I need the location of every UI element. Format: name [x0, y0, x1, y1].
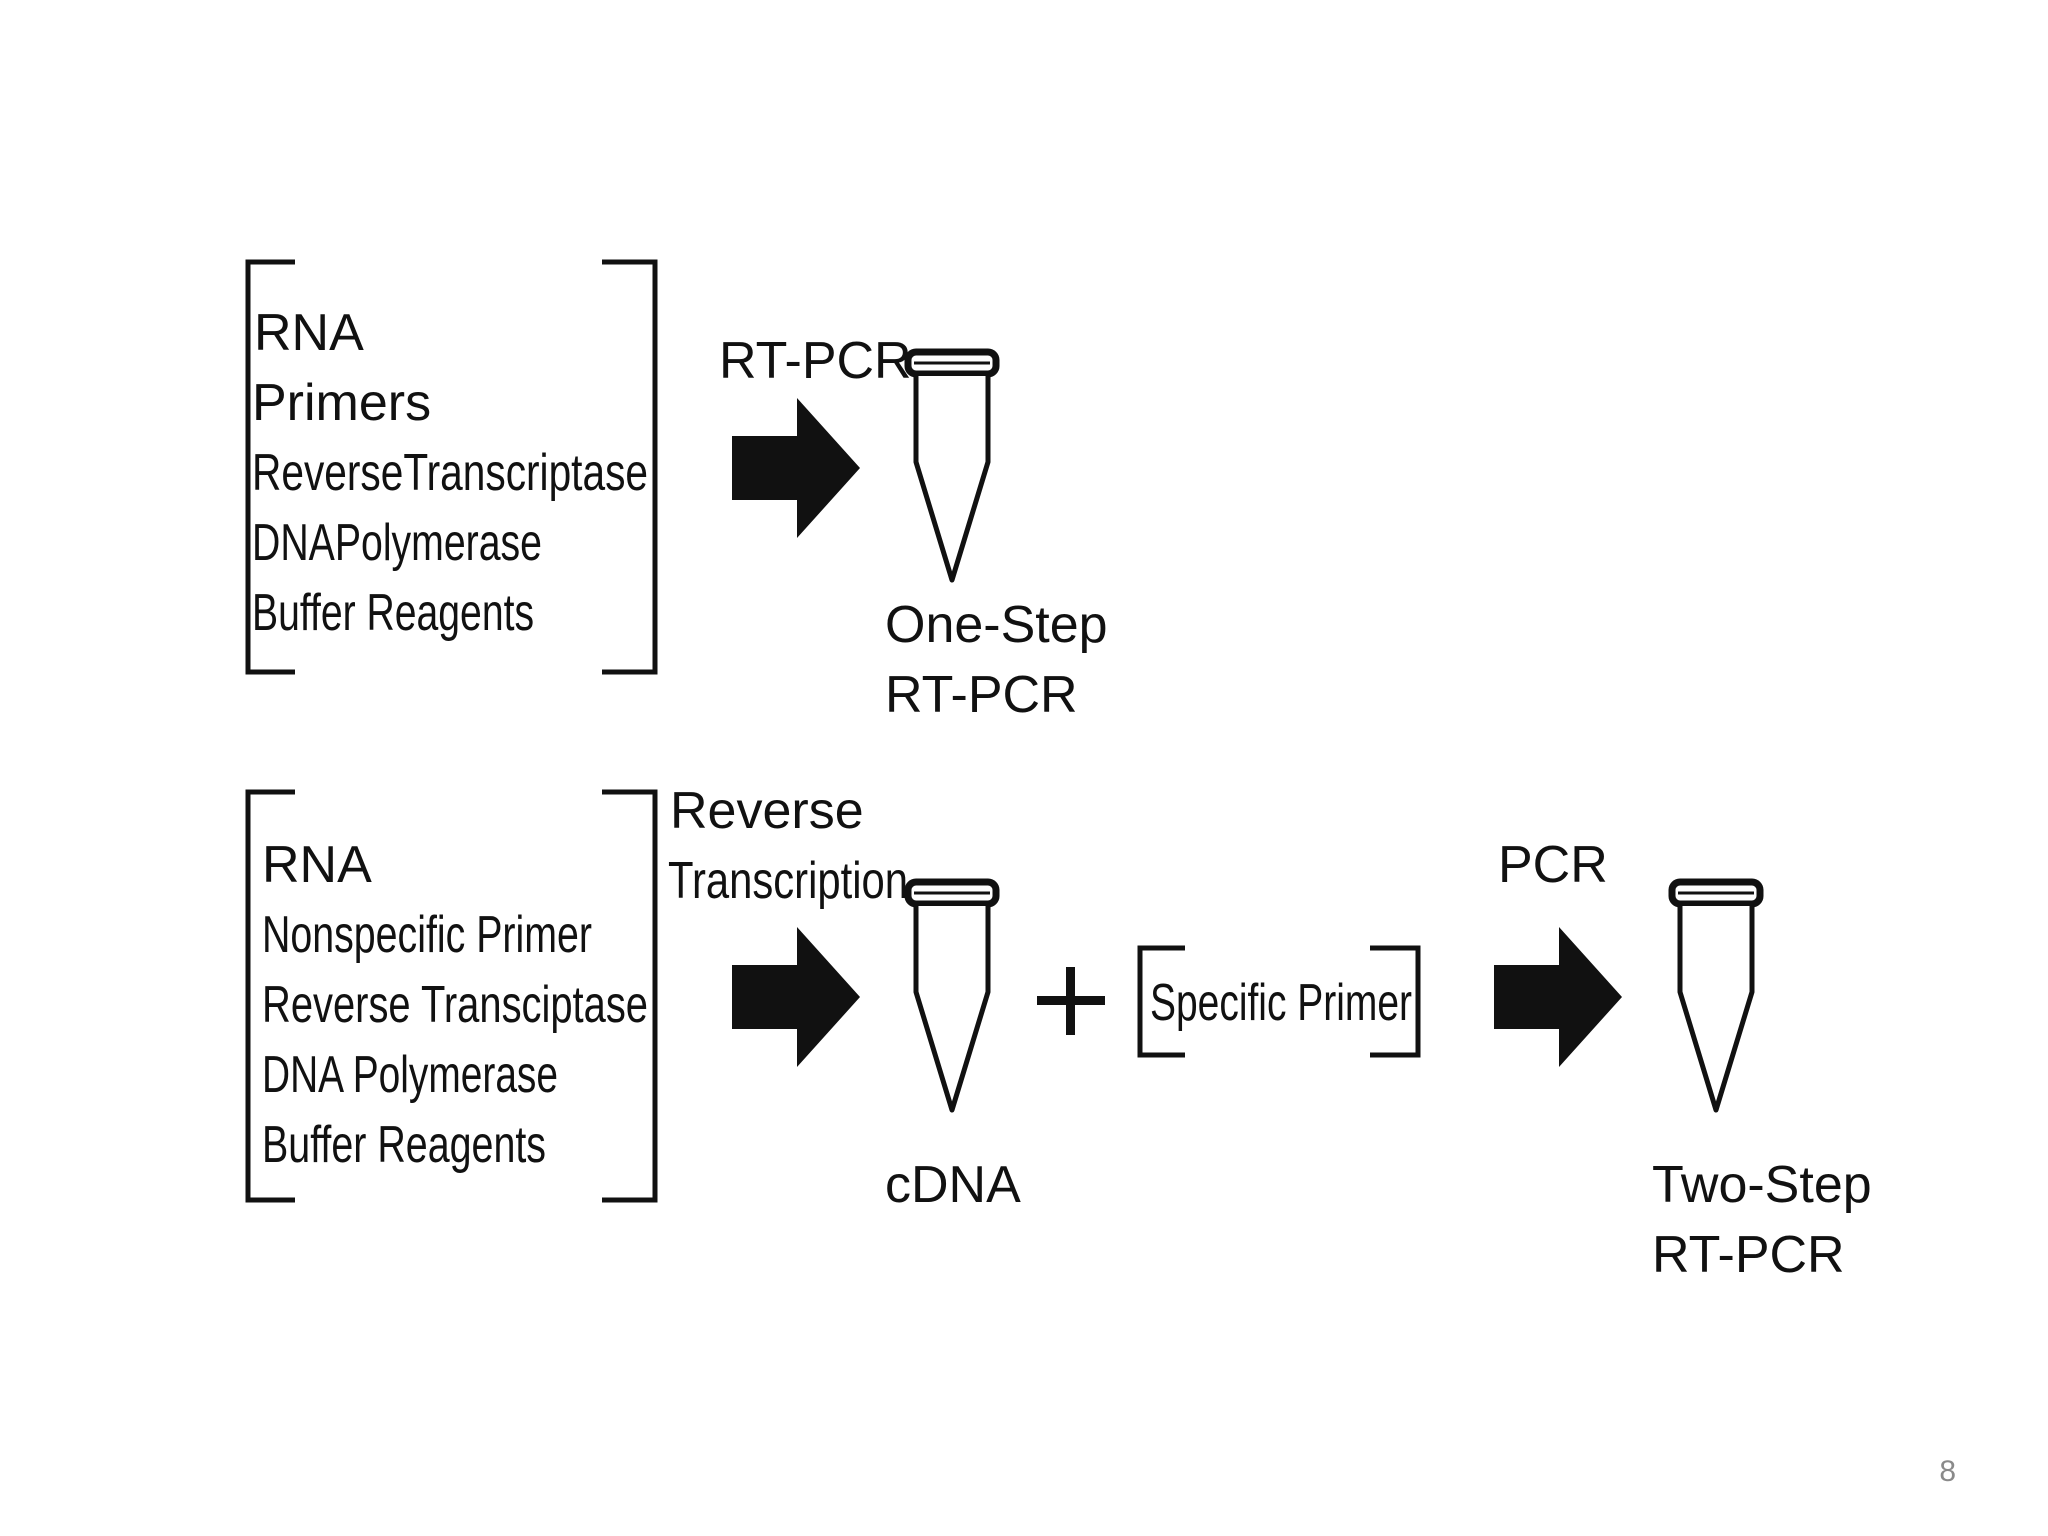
pcr-arrow-icon [1494, 927, 1622, 1067]
one-step-result-label: One-Step [885, 596, 1108, 654]
two-step-row: RNA Nonspecific Primer Reverse Transcipt… [245, 782, 1872, 1284]
two-step-right-bracket [602, 789, 658, 1203]
plus-icon [1037, 967, 1105, 1035]
two-step-left-bracket [245, 789, 295, 1203]
one-step-reagent: Buffer Reagents [252, 584, 534, 642]
page-number: 8 [1939, 1455, 1956, 1488]
reverse-transcription-label: Transcription [668, 852, 908, 910]
rt-pcr-arrow-label: RT-PCR [719, 332, 912, 390]
one-step-reagent: RNA [254, 304, 364, 362]
one-step-right-bracket [602, 259, 658, 675]
two-step-reagent: Reverse Transciptase [262, 976, 648, 1034]
one-step-tube-icon [908, 352, 996, 580]
reverse-transcription-arrow-icon [732, 927, 860, 1067]
specific-primer-left-bracket [1137, 945, 1185, 1058]
two-step-reagent: DNA Polymerase [262, 1046, 558, 1104]
two-step-reagent: Nonspecific Primer [262, 906, 592, 964]
two-step-result-label: Two-Step [1652, 1156, 1872, 1214]
one-step-reagent: DNAPolymerase [252, 514, 542, 572]
pcr-label: PCR [1498, 836, 1608, 894]
two-step-reagent: Buffer Reagents [262, 1116, 546, 1174]
one-step-left-bracket [245, 259, 295, 675]
specific-primer-right-bracket [1370, 945, 1421, 1058]
two-step-result-label: RT-PCR [1652, 1226, 1845, 1284]
specific-primer-label: Specific Primer [1150, 974, 1412, 1032]
one-step-arrow-icon [732, 398, 860, 538]
two-step-reagent: RNA [262, 836, 372, 894]
two-step-tube-icon [1672, 882, 1760, 1110]
one-step-result-label: RT-PCR [885, 666, 1078, 724]
one-step-reagent: ReverseTranscriptase [252, 444, 648, 502]
reverse-transcription-label: Reverse [670, 782, 864, 840]
one-step-row: RNA Primers ReverseTranscriptase DNAPoly… [245, 259, 1108, 724]
cdna-tube-icon [908, 882, 996, 1110]
one-step-reagent: Primers [252, 374, 431, 432]
cdna-label: cDNA [885, 1156, 1021, 1214]
